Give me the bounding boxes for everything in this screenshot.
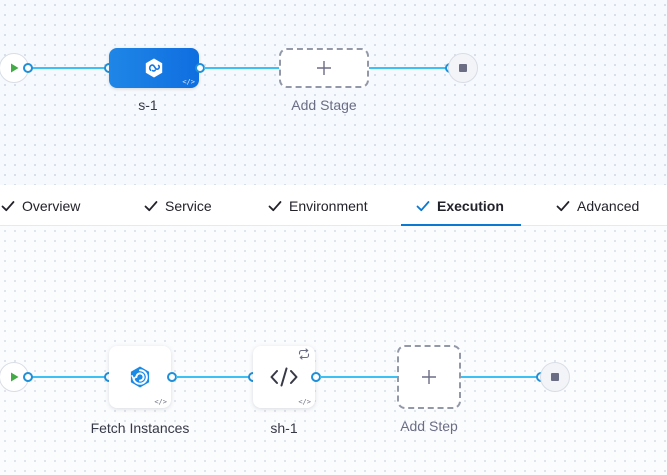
check-icon xyxy=(268,200,282,211)
tab-environment[interactable]: Environment xyxy=(267,185,368,226)
step-label: Fetch Instances xyxy=(90,420,190,436)
active-tab-indicator xyxy=(401,224,521,226)
add-step-label: Add Step xyxy=(400,418,458,434)
tab-label: Overview xyxy=(22,197,81,214)
play-icon xyxy=(11,372,19,382)
add-stage-button[interactable] xyxy=(279,48,369,88)
connector-dot[interactable] xyxy=(23,372,33,382)
tab-advanced[interactable]: Advanced xyxy=(555,185,639,226)
tab-overview[interactable]: Overview xyxy=(0,185,80,226)
plus-icon xyxy=(422,370,436,384)
deployment-stage-icon xyxy=(145,58,163,78)
connector-line xyxy=(176,376,252,378)
tab-label: Advanced xyxy=(577,197,640,214)
plus-icon xyxy=(317,61,331,75)
code-view-icon: </> xyxy=(154,398,167,406)
pipeline-canvas[interactable] xyxy=(0,0,667,185)
play-icon xyxy=(11,63,19,73)
code-view-icon: </> xyxy=(298,398,311,406)
step-label: sh-1 xyxy=(270,420,298,436)
loop-icon[interactable] xyxy=(297,348,311,360)
add-step-button[interactable] xyxy=(397,345,461,409)
tab-label: Service xyxy=(165,197,212,214)
tab-label: Execution xyxy=(437,197,504,214)
pipeline-end-node xyxy=(448,53,478,83)
check-icon xyxy=(556,200,570,211)
add-stage-label: Add Stage xyxy=(291,97,357,113)
check-icon xyxy=(144,200,158,211)
check-icon xyxy=(1,200,15,211)
check-icon xyxy=(416,200,430,211)
connector-line xyxy=(30,67,108,69)
tab-label: Environment xyxy=(289,197,368,214)
connector-line xyxy=(369,67,451,69)
code-view-icon: </> xyxy=(182,78,195,86)
step-node-sh-1[interactable]: </> xyxy=(253,346,315,408)
stage-label: s-1 xyxy=(138,97,158,113)
execution-end-node xyxy=(540,362,570,392)
tab-service[interactable]: Service xyxy=(143,185,212,226)
connector-line xyxy=(30,376,108,378)
code-icon xyxy=(270,367,298,387)
connector-line xyxy=(320,376,398,378)
connector-line xyxy=(204,67,280,69)
connector-line xyxy=(461,376,541,378)
stage-node-s-1[interactable]: </> xyxy=(109,48,199,88)
tab-execution[interactable]: Execution xyxy=(415,185,504,226)
step-node-fetch-instances[interactable]: </> xyxy=(109,346,171,408)
stop-icon xyxy=(551,373,559,381)
execution-canvas[interactable] xyxy=(0,226,667,475)
stop-icon xyxy=(459,64,467,72)
fetch-instances-icon xyxy=(130,366,150,388)
stage-tabs: Overview Service Environment Execution A… xyxy=(0,185,667,226)
connector-dot[interactable] xyxy=(23,63,33,73)
